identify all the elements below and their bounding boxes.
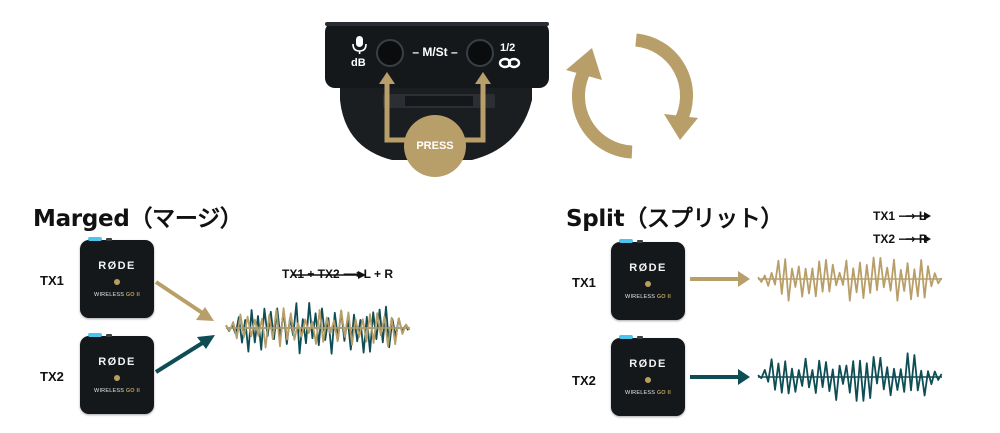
press-label: PRESS xyxy=(416,140,454,152)
model-mark: GO II xyxy=(125,388,140,394)
split-tx2-label: TX2 xyxy=(572,373,596,388)
waveform-merged-tx1 xyxy=(225,307,411,349)
power-button[interactable] xyxy=(645,281,651,287)
waveform-line xyxy=(757,256,943,302)
brand-logo: RØDE xyxy=(629,262,667,274)
merged-transmitter-tx1: RØDE WIRELESS GO II xyxy=(80,237,154,318)
mode-label: – M/St – xyxy=(412,45,458,59)
waveform-split-tx2 xyxy=(757,352,943,402)
merged-tx2-label: TX2 xyxy=(40,369,64,384)
press-arrows xyxy=(384,82,486,143)
press-button[interactable] xyxy=(404,115,466,177)
model-label: WIRELESS xyxy=(94,388,125,394)
model-label: WIRELESS xyxy=(625,390,656,396)
brand-logo: RØDE xyxy=(98,260,136,272)
split-transmitter-tx2: RØDE WIRELESS GO II xyxy=(611,335,685,416)
brand-logo: RØDE xyxy=(98,356,136,368)
left-knob[interactable] xyxy=(376,39,404,67)
split-title: Split（スプリット） xyxy=(566,206,784,232)
model-label: WIRELESS xyxy=(94,292,125,298)
power-button[interactable] xyxy=(645,377,651,383)
merged-route-label: TX1 + TX2 ⟶ L + R xyxy=(282,267,394,281)
microphone-icon xyxy=(352,36,367,54)
model-label: WIRELESS xyxy=(625,294,656,300)
right-knob[interactable] xyxy=(466,39,494,67)
power-button[interactable] xyxy=(114,375,120,381)
receiver-body xyxy=(325,22,549,88)
waveform-line xyxy=(757,352,943,402)
split-route-tx1-label: TX1 ⟶ L xyxy=(873,209,927,223)
channel-label: 1/2 xyxy=(500,42,516,54)
merged-tx1-label: TX1 xyxy=(40,273,64,288)
split-route-tx2-label: TX2 ⟶ R xyxy=(873,232,928,246)
cycle-arrows-icon xyxy=(566,33,698,159)
split-arrows xyxy=(690,271,750,385)
power-button[interactable] xyxy=(114,279,120,285)
model-mark: GO II xyxy=(656,390,671,396)
model-mark: GO II xyxy=(125,292,140,298)
waveform-line xyxy=(225,307,411,349)
split-transmitter-tx1: RØDE WIRELESS GO II xyxy=(611,239,685,320)
merged-transmitter-tx2: RØDE WIRELESS GO II xyxy=(80,333,154,414)
brand-logo: RØDE xyxy=(629,358,667,370)
link-icon xyxy=(498,57,521,69)
receiver-db-label: dB xyxy=(351,57,366,69)
waveform-split-tx1 xyxy=(757,256,943,302)
merged-title: Marged（マージ） xyxy=(33,206,243,232)
split-tx1-label: TX1 xyxy=(572,275,596,290)
merged-arrows xyxy=(154,271,366,374)
model-mark: GO II xyxy=(656,294,671,300)
